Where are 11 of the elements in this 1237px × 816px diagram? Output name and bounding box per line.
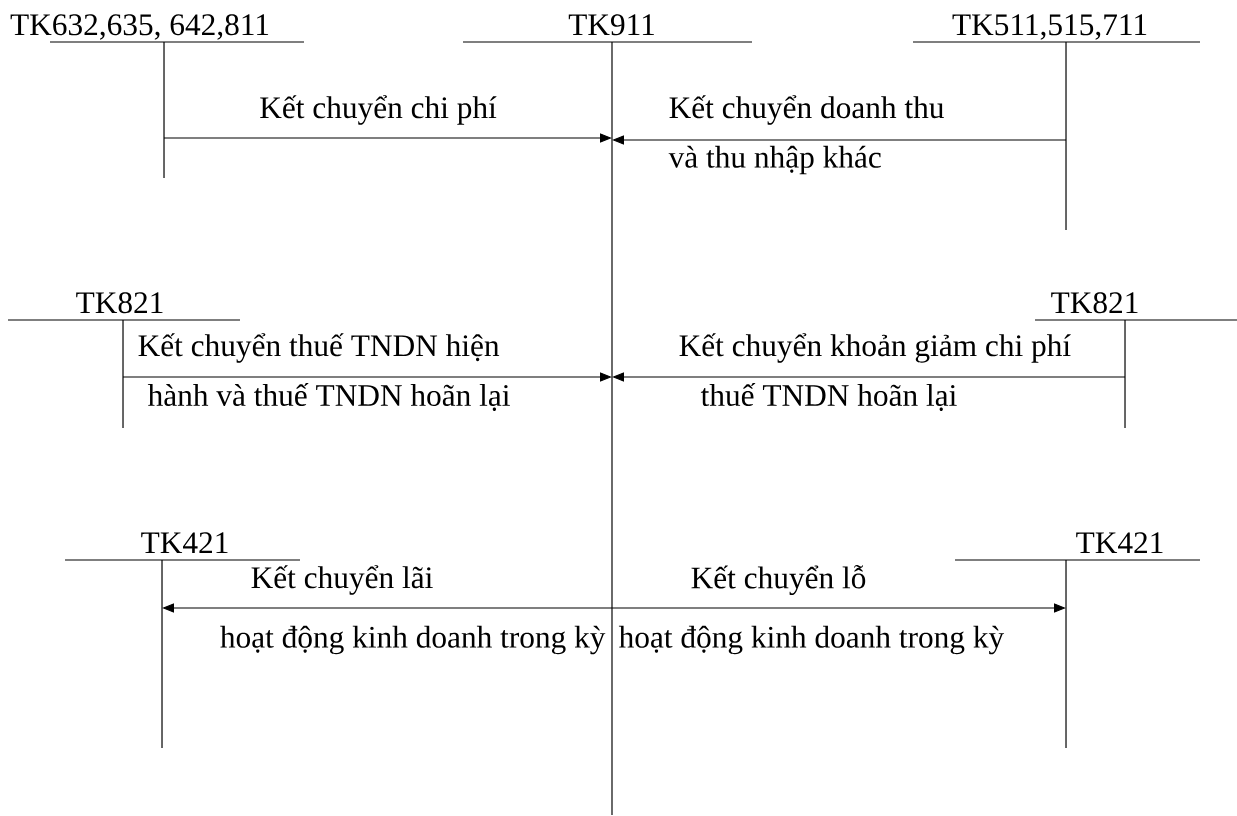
annotation: thuế TNDN hoãn lại — [700, 383, 957, 411]
annotation: Kết chuyển lãi — [251, 565, 433, 595]
annotation: và thu nhập khác — [668, 145, 881, 175]
annotation: Kết chuyển khoản giảm chi phí — [679, 333, 1071, 363]
annotation: Kết chuyển thuế TNDN hiện — [138, 333, 500, 363]
annotation: Kết chuyển lỗ — [691, 565, 866, 595]
annotation: hoạt động kinh doanh trong kỳ — [618, 625, 1005, 655]
annotation: Kết chuyển doanh thu — [669, 95, 944, 125]
annotation: hoạt động kinh doanh trong kỳ — [220, 625, 606, 655]
annotation: Kết chuyển chi phí — [260, 95, 497, 125]
annotation: hành và thuế TNDN hoãn lại — [147, 383, 510, 411]
